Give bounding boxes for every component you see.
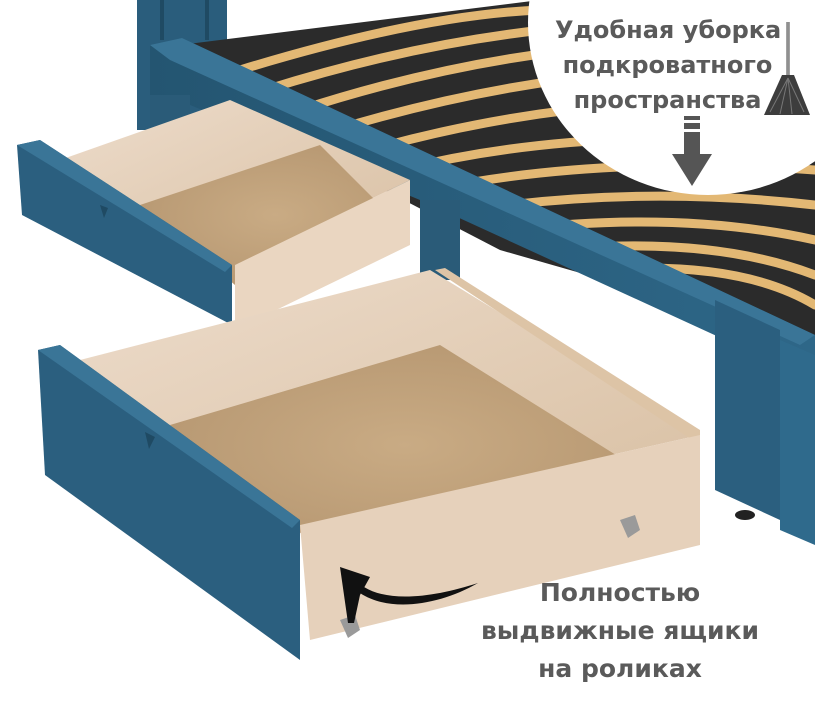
drawer-front <box>38 268 700 660</box>
down-arrow-icon <box>672 116 712 186</box>
caption-line: Полностью <box>539 578 701 607</box>
drawer-back <box>17 100 410 330</box>
drawers-caption: Полностью выдвижные ящики на роликах <box>470 574 770 688</box>
curved-arrow-icon <box>340 567 478 623</box>
caption-line: подкроватного <box>562 51 773 79</box>
bed-side-rail <box>150 38 815 545</box>
caption-line: Удобная уборка <box>555 16 782 44</box>
feather-duster-icon <box>764 22 810 115</box>
caption-line: на роликах <box>538 654 702 683</box>
caption-line: пространства <box>573 86 762 114</box>
caption-line: выдвижные ящики <box>480 616 760 645</box>
cleaning-caption: Удобная уборка подкроватного пространств… <box>555 13 782 118</box>
